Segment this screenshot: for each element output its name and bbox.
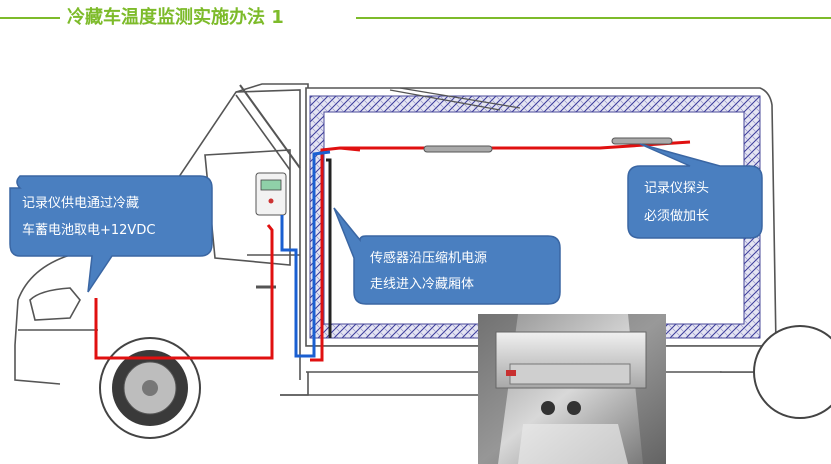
signal-wire-blue <box>280 150 331 358</box>
compressor-cable <box>326 158 332 338</box>
title-rule-left <box>0 17 60 19</box>
front-wheel <box>99 337 201 439</box>
condenser-stripes <box>389 87 521 111</box>
callout-sensor-line1: 传感器沿压缩机电源 <box>370 250 487 266</box>
rear-wheel <box>753 325 831 419</box>
callout-power-line1: 记录仪供电通过冷藏 <box>22 196 139 211</box>
callout-probe-line1: 记录仪探头 <box>644 181 709 196</box>
callout-sensor-line2: 走线进入冷藏厢体 <box>370 277 474 292</box>
callout-probe-extension: 记录仪探头 必须做加长 <box>627 143 763 239</box>
page-title: 冷藏车温度监测实施办法 1 <box>61 3 290 29</box>
callout-power-supply: 记录仪供电通过冷藏 车蓄电池取电+12VDC <box>9 175 213 293</box>
callout-probe-line2: 必须做加长 <box>644 209 709 224</box>
title-rule-right <box>356 17 831 19</box>
callout-sensor-wiring: 传感器沿压缩机电源 走线进入冷藏厢体 <box>333 207 561 305</box>
data-logger-device <box>255 172 287 216</box>
callout-power-line2: 车蓄电池取电+12VDC <box>22 222 155 238</box>
evaporator-photo <box>478 314 666 464</box>
